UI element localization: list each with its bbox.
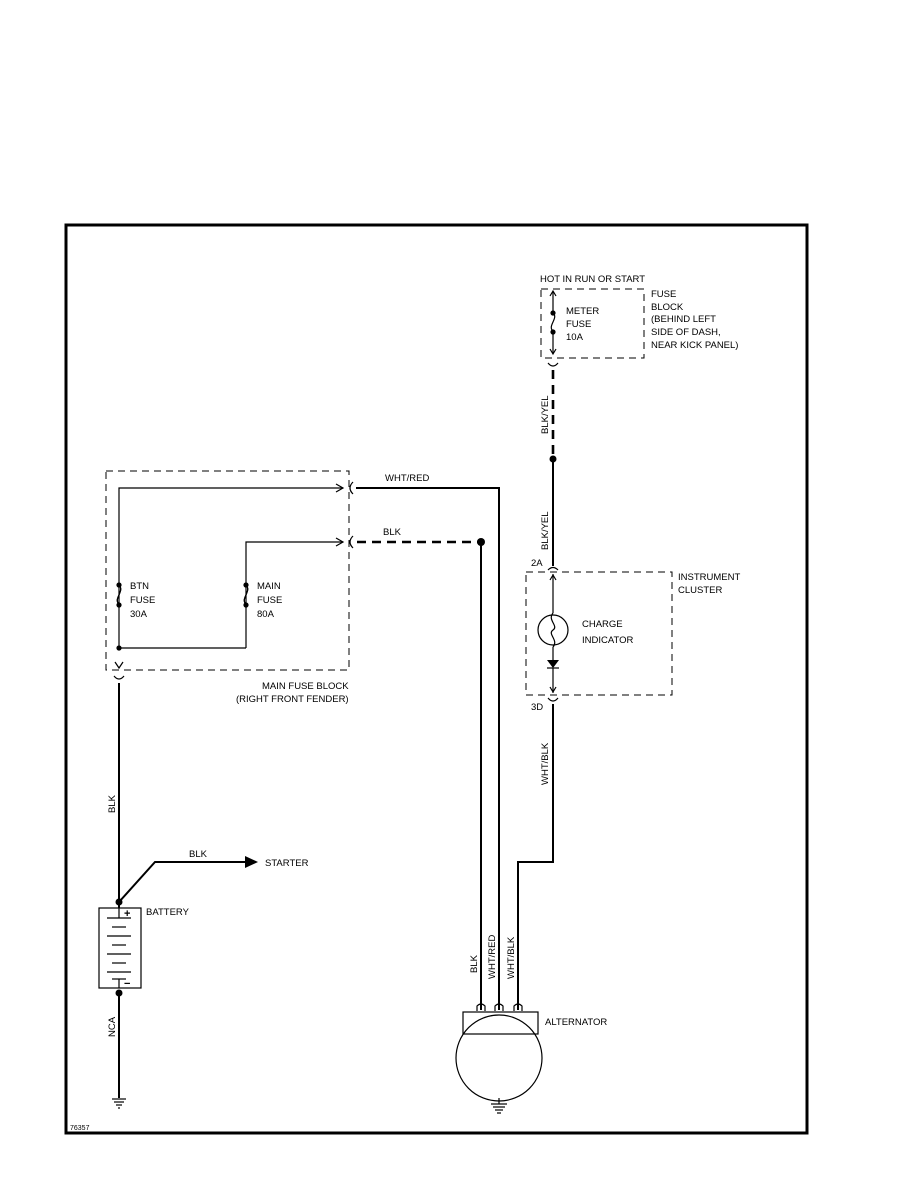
arrow-wht-red — [335, 483, 345, 493]
blk-upper-label: BLK — [383, 527, 402, 538]
fuse-block-label-2: BLOCK — [651, 302, 684, 313]
main-fuse-block-label-2: (RIGHT FRONT FENDER) — [236, 694, 349, 705]
wht-blk-upper-label: WHT/BLK — [540, 742, 551, 785]
instrument-cluster-label-2: CLUSTER — [678, 585, 722, 596]
instrument-cluster-box — [525, 571, 673, 696]
main-fuse-label-2: FUSE — [257, 595, 282, 606]
fuse-block-label-1: FUSE — [651, 289, 676, 300]
figure-id: 76357 — [70, 1125, 90, 1132]
blk-starter-wire — [118, 861, 247, 903]
wht-red-wire — [356, 487, 500, 1010]
alternator-label: ALTERNATOR — [545, 1017, 607, 1028]
main-fuse-block-box — [105, 470, 350, 671]
arrow-down-to-battery — [114, 661, 124, 670]
connector-3d — [547, 697, 559, 702]
main-fuse-feed-wire — [245, 541, 343, 648]
fuse-block-box — [540, 288, 645, 359]
battery-label: BATTERY — [146, 907, 190, 918]
battery-minus-sign: − — [124, 978, 130, 990]
instrument-cluster-label-1: INSTRUMENT — [678, 572, 740, 583]
main-block-bottom-connector — [113, 675, 125, 680]
blk-yel-upper-label: BLK/YEL — [540, 395, 551, 434]
blk-alt-label: BLK — [469, 954, 480, 973]
main-fuse-label-1: MAIN — [257, 581, 281, 592]
main-fuse-symbol — [243, 582, 249, 608]
alternator-connectors — [476, 1003, 523, 1011]
meter-fuse-label-1: METER — [566, 306, 599, 317]
wht-red-alt-label: WHT/RED — [487, 935, 498, 979]
meter-fuse-label-3: 10A — [566, 332, 584, 343]
charge-indicator-label-2: INDICATOR — [582, 635, 634, 646]
charge-indicator-label-1: CHARGE — [582, 619, 623, 630]
main-fuse-block-label-1: MAIN FUSE BLOCK — [262, 681, 349, 692]
fuse-block-label-4: SIDE OF DASH, — [651, 327, 721, 338]
alternator-icon — [455, 1011, 543, 1104]
battery-plus-sign: + — [124, 908, 130, 920]
battery-ground-icon — [112, 1098, 126, 1109]
btn-fuse-label-2: FUSE — [130, 595, 155, 606]
blk-battery-wire-label: BLK — [107, 794, 118, 813]
blk-connector — [349, 535, 354, 549]
blk-yel-lower-label: BLK/YEL — [540, 511, 551, 550]
wht-blk-alt-label: WHT/BLK — [506, 936, 517, 979]
battery-icon — [98, 907, 142, 989]
starter-arrow-icon — [245, 856, 258, 868]
meter-fuse-symbol — [549, 289, 557, 356]
fuse-block-label-3: (BEHIND LEFT — [651, 314, 716, 325]
wht-blk-wire — [517, 704, 554, 1010]
fuse-block-label-5: NEAR KICK PANEL) — [651, 340, 738, 351]
connector-2a — [547, 566, 559, 571]
btn-fuse-label-3: 30A — [130, 609, 148, 620]
connector-3d-label: 3D — [531, 702, 543, 713]
btn-fuse-feed-wire — [118, 487, 343, 648]
meter-fuse-label-2: FUSE — [566, 319, 591, 330]
blk-starter-label: BLK — [189, 849, 208, 860]
hot-in-run-label: HOT IN RUN OR START — [540, 274, 645, 285]
diagram-frame — [64, 223, 809, 1135]
btn-fuse-symbol — [116, 582, 122, 651]
fuse-block-connector — [547, 362, 559, 367]
connector-2a-label: 2A — [531, 558, 543, 569]
arrow-blk — [335, 537, 345, 547]
main-fuse-label-3: 80A — [257, 609, 275, 620]
charge-indicator-bulb-icon — [537, 573, 569, 694]
wht-red-upper-label: WHT/RED — [385, 473, 429, 484]
wht-red-connector — [349, 481, 354, 495]
alternator-ground-icon — [491, 1103, 507, 1114]
starter-label: STARTER — [265, 858, 309, 869]
btn-fuse-label-1: BTN — [130, 581, 149, 592]
nca-ground-wire-label: NCA — [107, 1016, 118, 1037]
